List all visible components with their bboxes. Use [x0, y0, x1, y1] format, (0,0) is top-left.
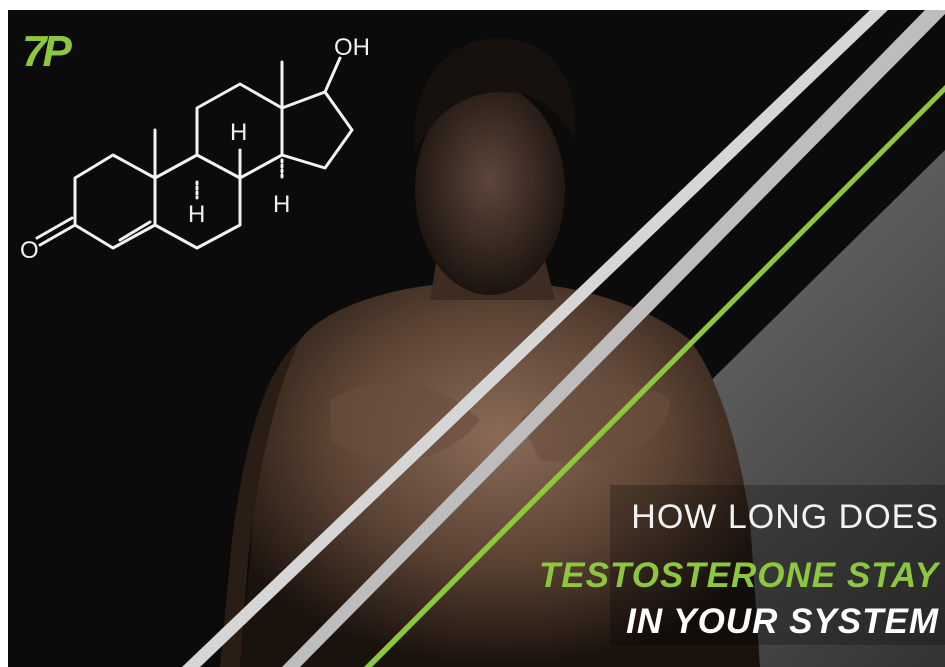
- headline-line-1: HOW LONG DOES: [631, 498, 939, 536]
- svg-text:7P: 7P: [22, 27, 72, 76]
- molecule-h-label-1: H: [230, 119, 247, 146]
- molecule-h-label-3: H: [273, 191, 290, 218]
- molecule-o-label: O: [20, 237, 39, 264]
- molecule-structure: [35, 56, 354, 250]
- brand-logo: 7P: [22, 27, 76, 76]
- headline-line-2: TESTOSTERONE STAY: [538, 556, 939, 595]
- molecule-oh-label: OH: [334, 34, 370, 61]
- headline-line-3: IN YOUR SYSTEM: [626, 602, 939, 641]
- headline-band: [610, 485, 945, 645]
- molecule-h-label-2: H: [188, 201, 205, 228]
- diagonal-stripes: [182, 10, 945, 667]
- man-figure: [220, 38, 760, 667]
